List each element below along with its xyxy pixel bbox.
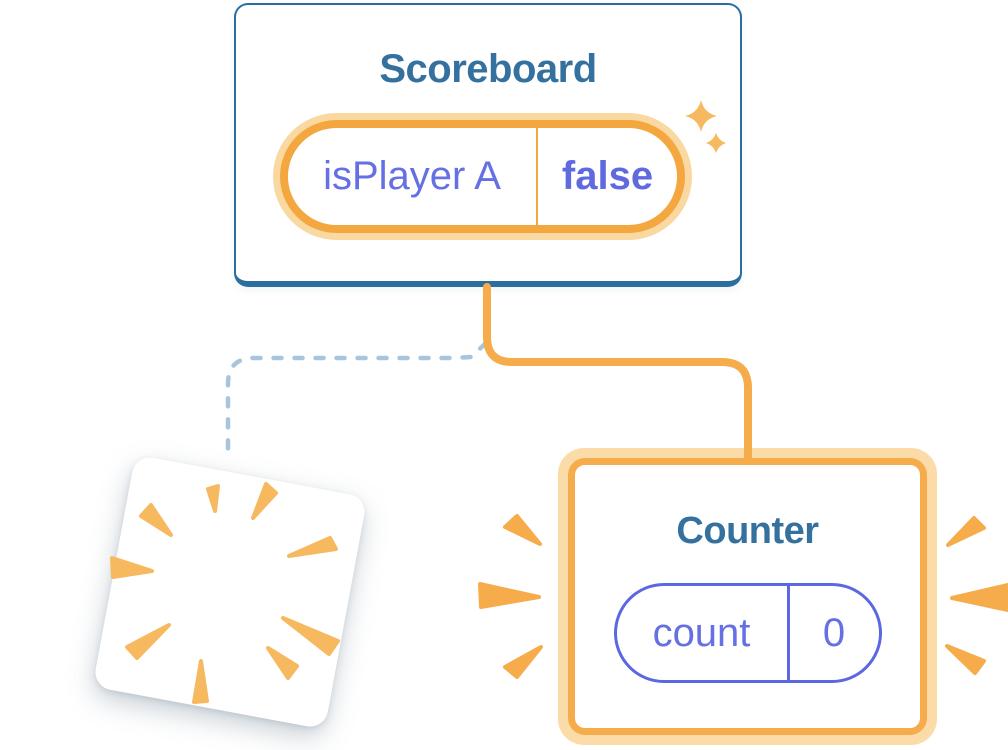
scoreboard-card: Scoreboard isPlayer A false: [234, 3, 742, 287]
scoreboard-title: Scoreboard: [379, 47, 597, 91]
state-pill-highlight: isPlayer A false: [273, 113, 692, 240]
state-pill-divider: [536, 128, 538, 225]
state-value: false: [561, 154, 654, 198]
count-state-pill: count 0: [613, 583, 882, 683]
count-state-value: 0: [822, 610, 846, 655]
removed-component-card: [92, 454, 368, 730]
count-pill-divider: [786, 586, 790, 680]
counter-rays-left-icon: [478, 514, 543, 679]
solid-connector: [483, 283, 752, 465]
counter-rays-right-icon: [945, 516, 1008, 675]
dashed-connector: [225, 340, 489, 459]
state-name: isPlayer A: [323, 154, 501, 198]
counter-title: Counter: [676, 510, 819, 552]
count-state-name: count: [652, 610, 751, 655]
counter-card: Counter count 0: [568, 458, 927, 735]
state-pill: isPlayer A false: [280, 120, 685, 233]
counter-card-glow: Counter count 0: [558, 448, 937, 745]
